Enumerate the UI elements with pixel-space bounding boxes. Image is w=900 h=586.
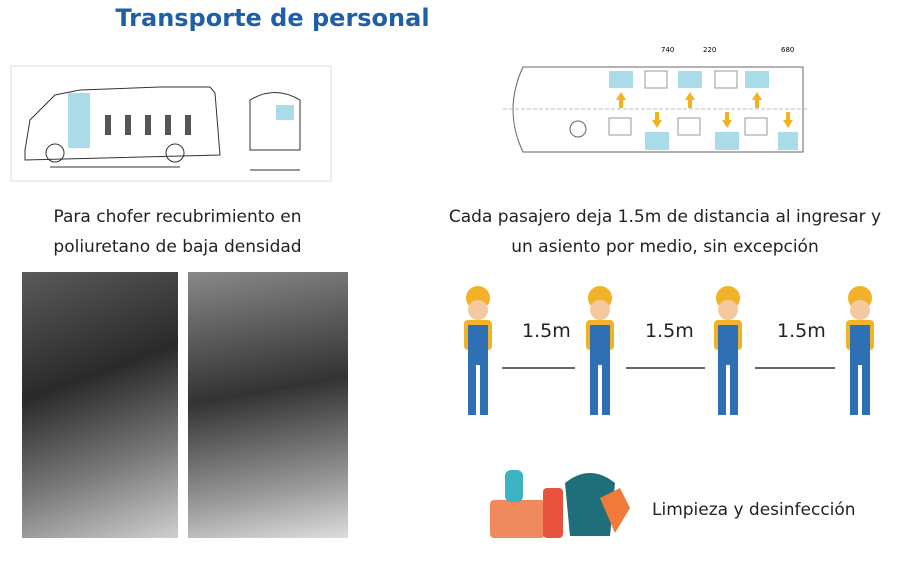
driver-caption-line1: Para chofer recubrimiento en (53, 207, 302, 227)
van-top-seating-diagram: 740 220 680 (503, 46, 808, 153)
worker-icon (846, 286, 874, 415)
curtain-photo (188, 272, 348, 538)
dim-label: 220 (703, 46, 716, 54)
passenger-caption-line1: Cada pasajero deja 1.5m de distancia al … (448, 207, 882, 227)
worker-icon (464, 286, 492, 415)
distancing-illustration (464, 286, 874, 415)
dim-label: 740 (661, 46, 674, 54)
page-title: Transporte de personal (115, 4, 430, 32)
worker-icon (714, 286, 742, 415)
dim-label: 680 (781, 46, 794, 54)
cleaning-supplies-icon (490, 470, 630, 538)
van-side-front-diagram (10, 65, 332, 182)
driver-cabin-photo (22, 272, 178, 538)
distance-label: 1.5m (645, 320, 694, 342)
distance-label: 1.5m (522, 320, 571, 342)
distance-label: 1.5m (777, 320, 826, 342)
worker-icon (586, 286, 614, 415)
driver-caption-line2: poliuretano de baja densidad (53, 237, 302, 257)
passenger-caption-line2: un asiento por medio, sin excepción (511, 237, 819, 257)
cleaning-caption: Limpieza y desinfección (652, 500, 856, 520)
